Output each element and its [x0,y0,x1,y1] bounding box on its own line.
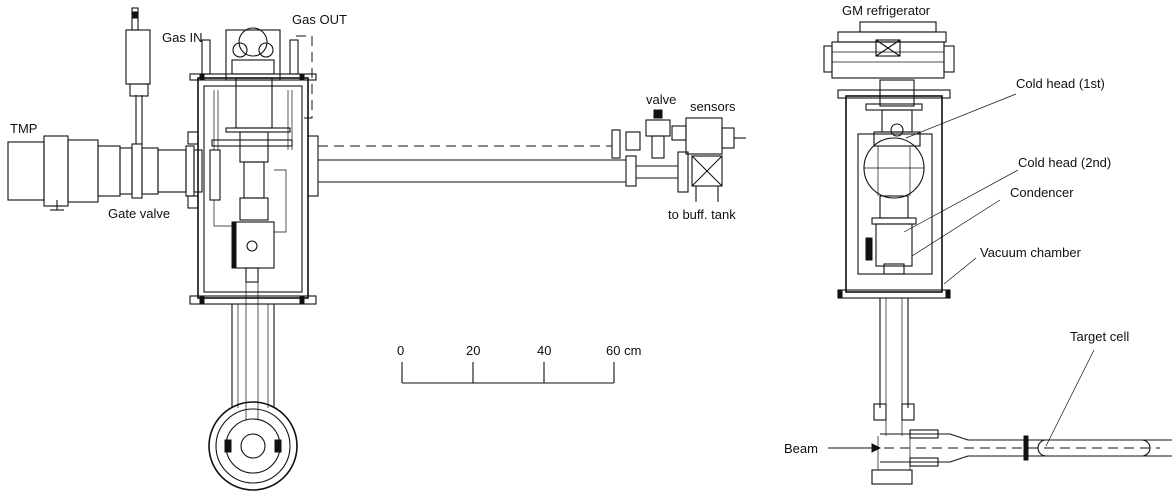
label-gate-valve: Gate valve [108,206,170,221]
leader-lines [903,93,1095,447]
label-cold-head-1st: Cold head (1st) [1016,76,1105,91]
label-beam: Beam [784,441,818,456]
tmp-pump [7,135,121,211]
scale-tick-60: 60 cm [606,343,641,358]
left-vacuum-chamber [187,73,319,305]
label-valve: valve [646,92,676,107]
gate-valve [119,7,203,199]
gm-refrigerator [823,21,955,107]
scale-bar: 0 20 40 60 cm [397,343,641,384]
gas-out-line [296,35,313,119]
label-gas-out: Gas OUT [292,12,347,27]
label-buff-tank: to buff. tank [668,207,736,222]
scale-tick-20: 20 [466,343,480,358]
right-lower-tube [871,298,915,485]
lower-target-port [208,280,298,491]
side-view-left: TMP Gate valve Gas IN Gas OUT valve sens… [7,7,746,491]
scale-tick-40: 40 [537,343,551,358]
valve-and-sensors [625,109,746,202]
label-gas-in: Gas IN [162,30,202,45]
label-target-cell: Target cell [1070,329,1129,344]
label-condencer: Condencer [1010,185,1074,200]
transfer-line [318,129,678,187]
left-gm-head [201,27,299,283]
label-sensors: sensors [690,99,736,114]
scale-tick-0: 0 [397,343,404,358]
label-cold-head-2nd: Cold head (2nd) [1018,155,1111,170]
label-gm-refrigerator: GM refrigerator [842,3,931,18]
label-tmp: TMP [10,121,37,136]
right-vacuum-chamber [837,89,951,299]
side-view-right: GM refrigerator Cold head (1st) Cold hea… [784,3,1172,485]
label-vacuum-chamber: Vacuum chamber [980,245,1082,260]
target-cell-assembly [828,429,1172,467]
